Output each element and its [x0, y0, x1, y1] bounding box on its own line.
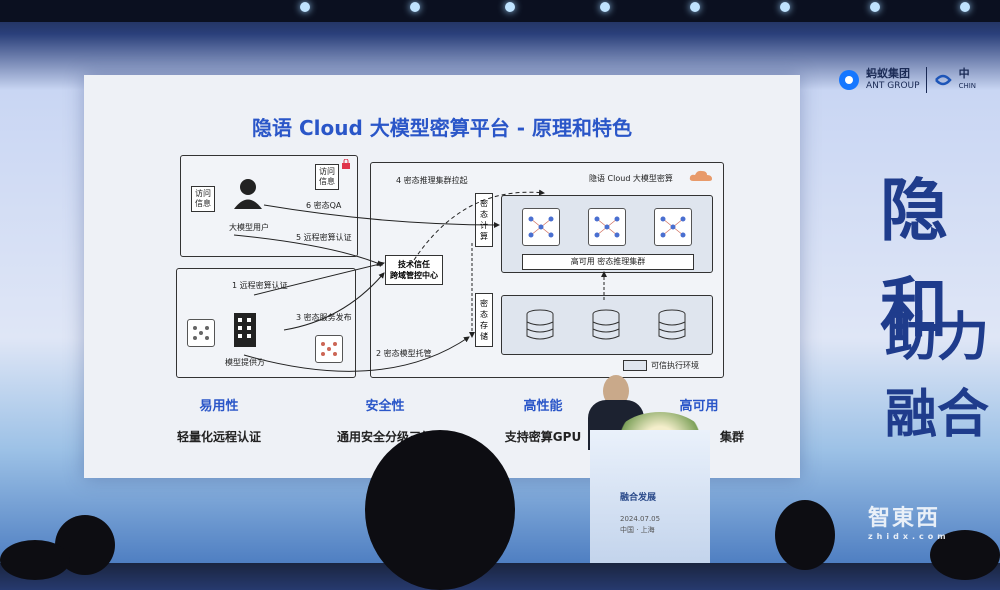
storage-box — [501, 295, 713, 355]
feature-availability: 高可用 集群 — [624, 395, 774, 445]
compute-label: 密 态 计 算 — [475, 193, 493, 247]
platform-label: 隐语 Cloud 大模型密算 — [589, 174, 673, 183]
watermark-main: 智東西 — [868, 506, 941, 531]
slide-title: 隐语 Cloud 大模型密算平台 - 原理和特色 — [252, 116, 632, 140]
partner-logo-sub: CHIN — [958, 82, 977, 90]
model-icon — [187, 319, 215, 347]
database-icon — [526, 309, 554, 340]
podium: 融合发展 2024.07.05 中国 · 上海 — [590, 430, 710, 563]
feature-title: 安全性 — [365, 399, 405, 414]
arrow-label-6: 6 密态QA — [306, 201, 342, 210]
user-icon — [234, 179, 262, 209]
storage-label: 密 态 存 储 — [475, 293, 493, 347]
watermark: 智東西 zhidx.com — [868, 500, 950, 541]
audience-head — [365, 430, 515, 590]
stage-light — [870, 2, 880, 12]
building-icon — [234, 313, 256, 347]
stage-light — [505, 2, 515, 12]
stage-light — [600, 2, 610, 12]
logo-sub: ANT GROUP — [866, 81, 920, 91]
watermark-sub: zhidx.com — [868, 532, 950, 541]
gpu-node — [588, 208, 626, 246]
feature-usability: 易用性 轻量化远程认证 — [144, 395, 294, 445]
ant-icon — [839, 70, 859, 90]
audience-head — [775, 500, 835, 570]
arrow-label-1: 1 远程密算认证 — [232, 281, 288, 290]
feature-title: 高性能 — [523, 399, 563, 414]
feature-desc: 集群 — [719, 430, 744, 444]
tee-legend-label: 可信执行环境 — [651, 361, 699, 370]
arrow-label-4: 4 密态推理集群拉起 — [396, 176, 468, 185]
stage-light — [780, 2, 790, 12]
ant-group-logo: 蚂蚁集团 ANT GROUP 中 CHIN — [838, 63, 976, 97]
telecom-icon — [934, 74, 952, 86]
arrow-label-2: 2 密态模型托管 — [376, 349, 432, 358]
access-info-tag: 访问 信息 — [191, 186, 215, 212]
cluster-box: 高可用 密态推理集群 — [501, 195, 713, 273]
banner-big-text-3: 融合 — [885, 385, 990, 445]
database-icon — [658, 309, 686, 340]
podium-date: 2024.07.05 — [620, 515, 661, 523]
logo-text: 蚂蚁集团 — [866, 67, 910, 80]
tee-legend-swatch — [623, 360, 647, 371]
gpu-node — [522, 208, 560, 246]
audience-head — [0, 540, 70, 580]
podium-location: 中国 · 上海 — [620, 526, 655, 534]
cloud-icon — [689, 170, 712, 181]
arrow-label-5: 5 远程密算认证 — [296, 233, 352, 242]
banner-big-text-2: 助力 — [885, 308, 990, 368]
stage-light — [300, 2, 310, 12]
arrow-label-3: 3 密态服务发布 — [296, 313, 352, 322]
stage-light — [960, 2, 970, 12]
platform-box: 隐语 Cloud 大模型密算 密 态 计 算 密 态 存 储 技术信任 跨域管控… — [370, 162, 724, 378]
feature-title: 易用性 — [199, 399, 239, 414]
access-info-tag-locked: 访问 信息 — [315, 164, 339, 190]
feature-desc: 轻量化远程认证 — [176, 430, 261, 444]
lock-icon — [342, 159, 350, 169]
presentation-slide: 隐语 Cloud 大模型密算平台 - 原理和特色 访问 信息 大模型用户 访问 … — [84, 75, 800, 478]
podium-text: 融合发展 — [620, 493, 657, 503]
gpu-node — [654, 208, 692, 246]
ceiling-lights — [0, 0, 1000, 22]
feature-performance: 高性能 支持密算GPU — [468, 395, 618, 445]
stage-light — [690, 2, 700, 12]
feature-title: 高可用 — [679, 399, 719, 414]
stage-light — [410, 2, 420, 12]
provider-box: 模型提供方 — [176, 268, 356, 378]
cluster-label: 高可用 密态推理集群 — [522, 254, 694, 270]
database-icon — [592, 309, 620, 340]
flow-arrows — [233, 189, 607, 372]
encrypted-model-icon — [315, 335, 343, 363]
user-label: 大模型用户 — [229, 223, 269, 232]
partner-logo-text: 中 — [958, 67, 970, 80]
banner-big-text-1: 隐和 — [880, 172, 949, 350]
feature-desc: 支持密算GPU — [504, 430, 582, 444]
provider-label: 模型提供方 — [225, 358, 265, 367]
